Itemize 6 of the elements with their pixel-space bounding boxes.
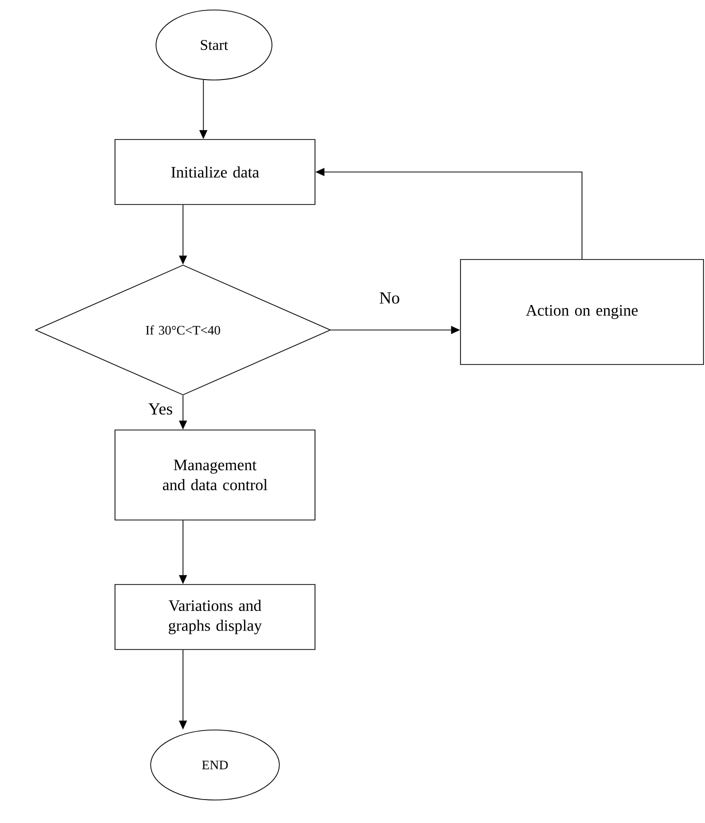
process-box: Variations and graphs display xyxy=(114,584,316,650)
process-box: Action on engine xyxy=(460,259,704,365)
edge-label: Yes xyxy=(147,402,174,416)
process-box: Initialize data xyxy=(114,139,316,205)
edge-label: No xyxy=(378,291,401,305)
process-box: Management and data control xyxy=(114,430,316,520)
